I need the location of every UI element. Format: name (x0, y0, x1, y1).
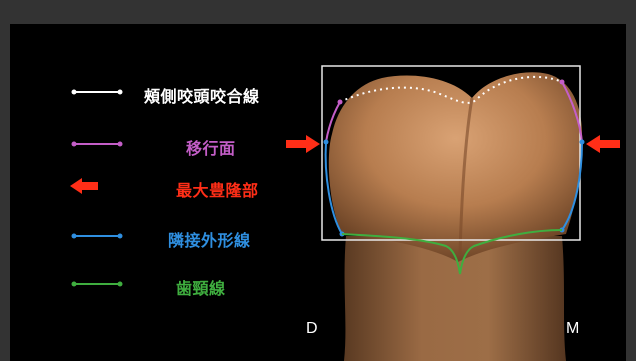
tooth-crown (329, 72, 582, 262)
max-convexity-arrow-mesial (586, 135, 620, 153)
tooth-diagram (10, 24, 626, 361)
distal-label: D (306, 320, 318, 338)
max-convexity-arrow-distal (286, 135, 320, 153)
proximal-point (324, 140, 329, 145)
proximal-point (580, 140, 585, 145)
diagram-panel: 頰側咬頭咬合線 移行面 最大豊隆部 (10, 24, 626, 361)
transition-point (560, 80, 565, 85)
mesial-label: M (566, 320, 579, 338)
transition-point (338, 100, 343, 105)
